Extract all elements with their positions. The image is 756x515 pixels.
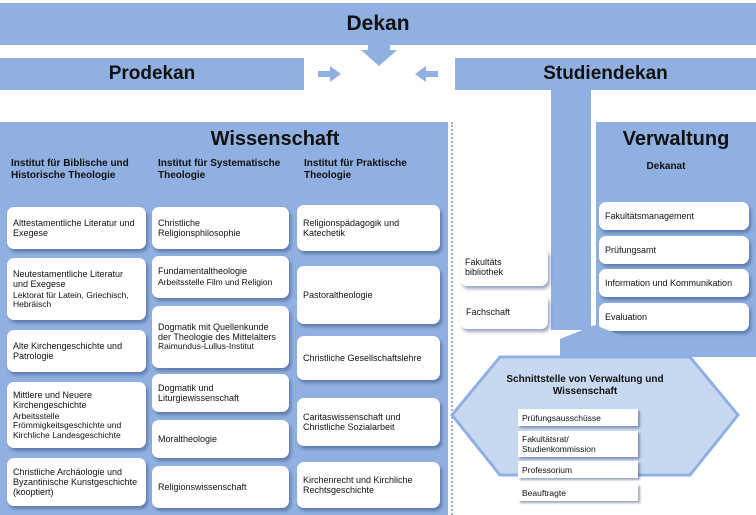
fachschaft-box: Fachschaft [460,295,548,329]
box-col3-item1: Religionspädagogik und Katechetik [297,205,440,251]
box-col3-item5: Kirchenrecht und Kirchliche Rechtsgeschi… [297,462,440,508]
box-label: Prüfungsausschüsse [522,412,601,423]
schnittstelle-item-1: Prüfungsausschüsse [518,409,638,426]
box-col2-item1: Christliche Religionsphilosophie [152,207,289,249]
box-col1-item1: Alttestamentliche Literatur und Exegese [7,207,146,249]
box-label: Dogmatik mit Quellenkunde der Theologie … [158,322,276,343]
box-label: Neutestamentliche Literatur und Exegese [13,268,124,289]
studiendekan-label: Studiendekan [543,63,668,84]
fakultaetsbibliothek-box: Fakultätsbibliothek [460,248,548,286]
box-label: Fachschaft [466,307,511,317]
schnittstelle-item-4: Beauftragte [518,484,638,501]
dekanat-label: Dekanat [646,160,686,172]
box-label: Religionswissenschaft [158,482,247,492]
box-sub: Arbeitsstelle Film und Religion [158,277,273,288]
down-arrow [361,45,397,66]
box-label: Christliche Gesellschaftslehre [303,353,422,363]
box-label: Caritaswissenschaft und Christliche Sozi… [303,412,401,432]
box-label: Religionspädagogik und Katechetik [303,218,400,238]
schnittstelle-item-3: Professorium [518,461,638,478]
box-label: Alte Kirchengeschichte und Patrologie [13,341,123,361]
box-label: Mittlere und Neuere Kirchengeschichte [13,389,93,410]
dotted-divider [451,122,453,515]
right-arrow-icon [318,66,341,82]
box-label: Christliche Archäologie und Byzantinisch… [13,467,138,497]
prodekan-bar: Prodekan [0,58,304,90]
box-label: Prüfungsamt [605,245,657,255]
box-col3-item3: Christliche Gesellschaftslehre [297,336,440,380]
studiendekan-bar: Studiendekan [455,58,756,90]
left-arrow-icon [415,66,438,82]
box-label: Fakultätsbibliothek [465,257,504,277]
diamond-top-notch [560,325,630,357]
box-col2-item6: Religionswissenschaft [152,466,289,508]
box-col1-item4: Mittlere und Neuere Kirchengeschichte Ar… [7,382,146,448]
box-label: Professorium [522,464,573,475]
institut-praktische-heading: Institut für Praktische Theologie [304,158,407,181]
dekan-bar: Dekan [0,3,756,45]
schnittstelle-title: Schnittstelle von Verwaltung und Wissens… [506,374,664,397]
verwaltung-item-4: Evaluation [599,303,749,331]
box-col1-item3: Alte Kirchengeschichte und Patrologie [7,330,146,372]
box-label: Fundamentaltheologie [158,266,248,277]
box-col1-item2: Neutestamentliche Literatur und Exegese … [7,258,146,320]
box-label: Alttestamentliche Literatur und Exegese [13,218,135,238]
institut-biblische-heading: Institut für Biblische und Historische T… [11,158,129,181]
box-label: Kirchenrecht und Kirchliche Rechtsgeschi… [303,475,413,495]
box-col2-item5: Moraltheologie [152,420,289,458]
box-label: Dogmatik und Liturgiewissenschaft [158,383,240,403]
box-col2-item4: Dogmatik und Liturgiewissenschaft [152,374,289,412]
box-label: Evaluation [605,312,648,322]
schnittstelle-item-2: Fakultätsrat/ Studienkommission [518,431,638,457]
box-label: Pastoraltheologie [303,290,373,300]
box-col3-item2: Pastoraltheologie [297,266,440,324]
verwaltung-title: Verwaltung [622,127,730,150]
wissenschaft-title: Wissenschaft [210,127,340,150]
box-label: Fakultätsrat/ Studienkommission [522,434,596,454]
box-col2-item3: Dogmatik mit Quellenkunde der Theologie … [152,306,289,368]
box-label: Information und Kommunikation [605,278,733,288]
box-label: Christliche Religionsphilosophie [158,218,241,238]
box-col3-item4: Caritaswissenschaft und Christliche Sozi… [297,398,440,446]
box-label: Beauftragte [522,487,566,498]
box-label: Moraltheologie [158,434,218,444]
dekan-label: Dekan [346,12,410,35]
box-sub: Arbeitsstelle Frömmigkeitsgeschichte und… [13,410,122,440]
verwaltung-item-1: Fakultätsmanagement [599,202,749,230]
prodekan-label: Prodekan [108,63,196,84]
box-col2-item2: Fundamentaltheologie Arbeitsstelle Film … [152,256,289,298]
verwaltung-item-3: Information und Kommunikation [599,269,749,297]
box-sub: Lektorat für Latein, Griechisch, Hebräis… [13,289,129,309]
institut-systematische-heading: Institut für Systematische Theologie [158,158,281,181]
box-label: Fakultätsmanagement [605,211,695,221]
verwaltung-item-2: Prüfungsamt [599,236,749,264]
box-col1-item5: Christliche Archäologie und Byzantinisch… [7,458,146,506]
vertical-connector [551,90,591,330]
box-sub: Raimundus-Lullus-Institut [158,341,254,352]
